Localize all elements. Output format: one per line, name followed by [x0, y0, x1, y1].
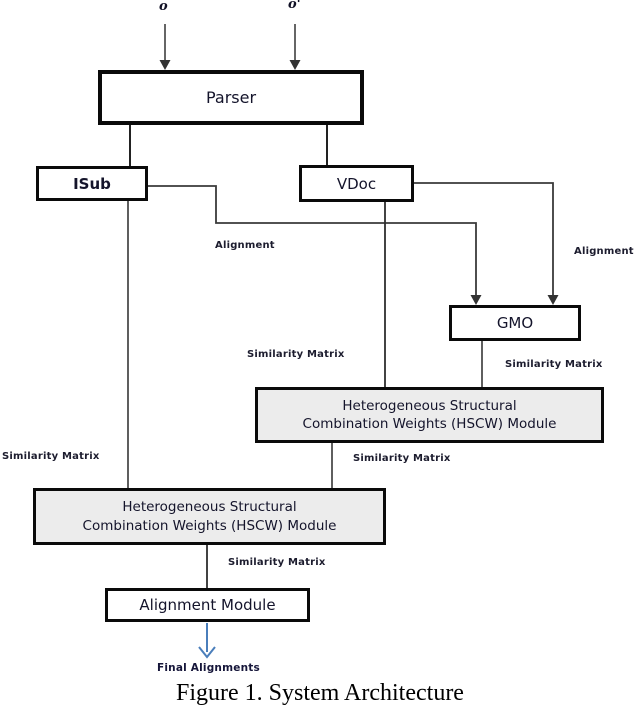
gmo-label: GMO: [496, 314, 534, 332]
hscw-right-line2: Combination Weights (HSCW) Module: [302, 416, 557, 432]
hscw-right-line1: Heterogeneous Structural: [342, 397, 517, 414]
similarity-matrix-label-isub: Similarity Matrix: [2, 451, 100, 462]
alignment-module-node: Alignment Module: [105, 588, 310, 622]
alignment-edge-label-left: Alignment: [215, 240, 275, 251]
isub-node: ISub: [36, 166, 148, 201]
alignment-module-label: Alignment Module: [139, 596, 276, 614]
vdoc-node: VDoc: [299, 165, 414, 202]
parser-label: Parser: [205, 88, 257, 107]
final-alignments-label: Final Alignments: [157, 662, 260, 674]
vdoc-label: VDoc: [336, 174, 377, 193]
gmo-node: GMO: [449, 305, 581, 341]
hscw-left-line2: Combination Weights (HSCW) Module: [82, 517, 337, 534]
input-oprime-label: o': [288, 0, 301, 12]
edge-vdoc-to-gmo: [414, 182, 559, 305]
figure-caption: Figure 1. System Architecture: [176, 680, 464, 706]
similarity-matrix-label-gmo: Similarity Matrix: [505, 359, 603, 370]
edge-o-to-parser: [159, 24, 171, 70]
hscw-module-right-node: Heterogeneous Structural Combination Wei…: [255, 387, 604, 443]
input-o-label: o: [159, 0, 168, 14]
edge-isub-to-gmo: [148, 185, 482, 305]
isub-label: ISub: [73, 174, 111, 193]
hscw-module-left-node: Heterogeneous Structural Combination Wei…: [33, 488, 386, 545]
similarity-matrix-label-vdoc: Similarity Matrix: [247, 349, 345, 360]
parser-node: Parser: [98, 70, 364, 125]
hscw-left-line1: Heterogeneous Structural: [122, 499, 297, 516]
similarity-matrix-label-hscw-right: Similarity Matrix: [353, 453, 451, 464]
edge-oprime-to-parser: [289, 24, 301, 70]
alignment-edge-label-right: Alignment: [574, 246, 634, 257]
edge-alignment-module-to-final: [198, 623, 216, 659]
similarity-matrix-label-hscw-left: Similarity Matrix: [228, 557, 326, 568]
